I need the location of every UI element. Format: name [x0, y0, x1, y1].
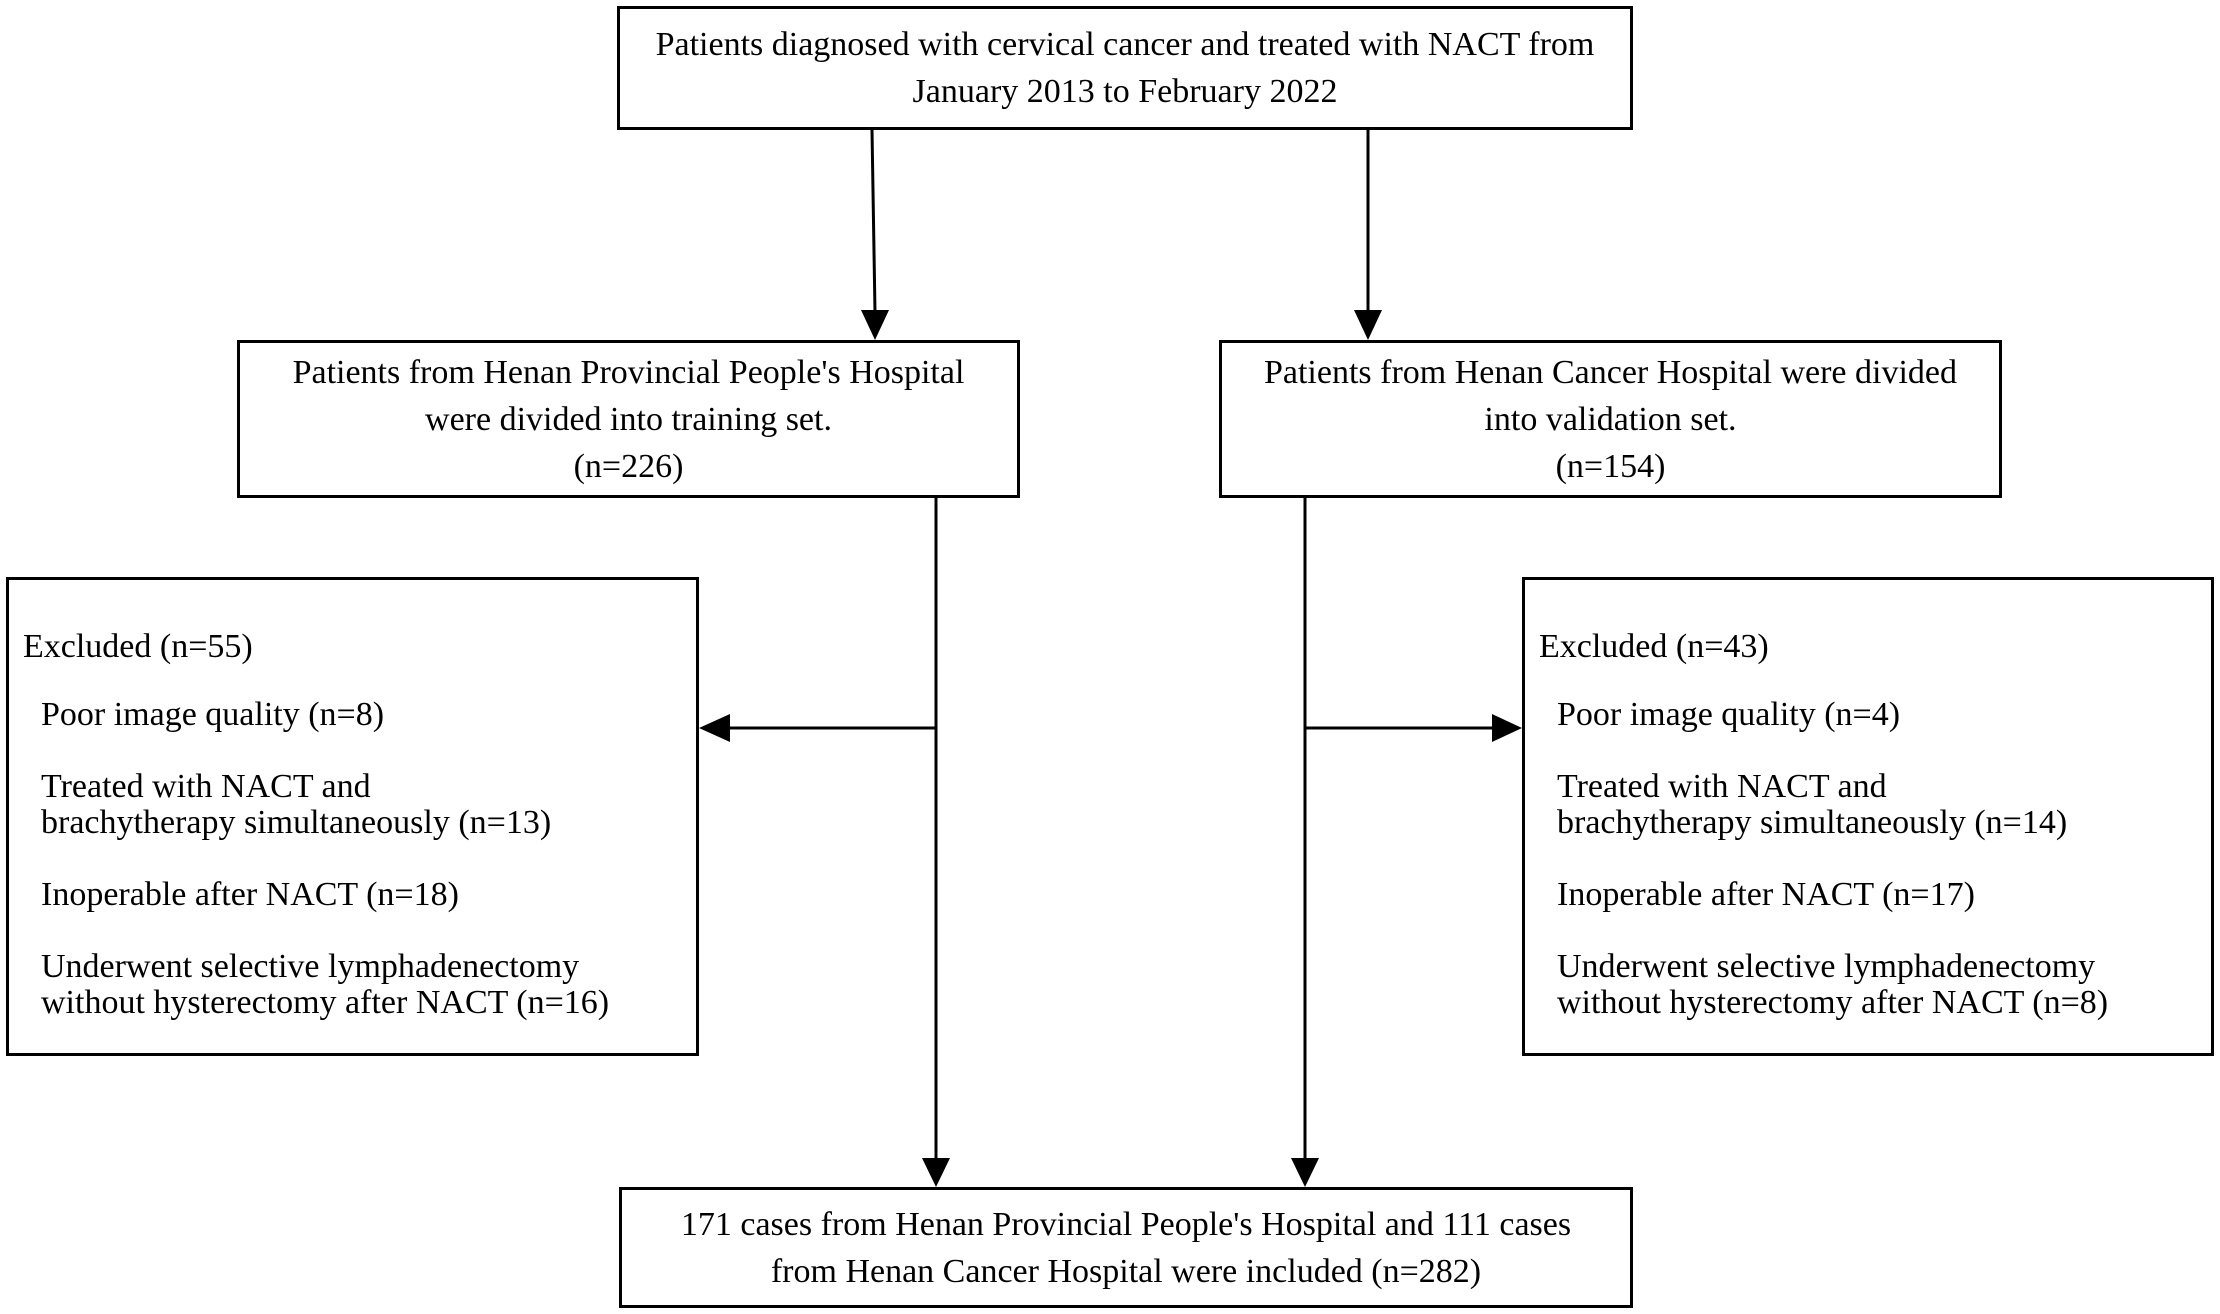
- arrow-top-to-training: [870, 129, 877, 313]
- box-training-set: Patients from Henan Provincial People's …: [237, 340, 1020, 498]
- box-validation-set: Patients from Henan Cancer Hospital were…: [1219, 340, 2002, 498]
- training-count: (n=226): [573, 447, 684, 485]
- validation-line-2: into validation set.: [1484, 400, 1737, 438]
- arrowhead-excluded-right: [1492, 714, 1522, 742]
- box-all-patients: Patients diagnosed with cervical cancer …: [617, 6, 1633, 130]
- included-line-1: 171 cases from Henan Provincial People's…: [680, 1205, 1572, 1243]
- arrowhead-training: [861, 310, 889, 340]
- arrowhead-excluded-left: [699, 714, 730, 742]
- validation-count: (n=154): [1555, 447, 1666, 485]
- excluded-validation-item: Underwent selective lymphadenectomy with…: [1557, 949, 2108, 1021]
- excluded-item-text: Underwent selective lymphadenectomy: [1557, 948, 2096, 985]
- training-line-2: were divided into training set.: [425, 400, 832, 438]
- excluded-training-item: Poor image quality (n=8): [41, 697, 609, 733]
- excluded-item-text: Treated with NACT and: [41, 768, 371, 805]
- included-line-2: from Henan Cancer Hospital were included…: [770, 1252, 1482, 1290]
- excluded-item-text: Inoperable after NACT (n=18): [41, 876, 459, 913]
- arrowhead-final-right: [1291, 1158, 1319, 1187]
- excluded-item-text: Underwent selective lymphadenectomy: [41, 948, 580, 985]
- box-excluded-training: Excluded (n=55) Poor image quality (n=8)…: [6, 577, 699, 1056]
- excluded-item-text: Poor image quality (n=8): [41, 696, 385, 733]
- excluded-training-item: Underwent selective lymphadenectomy with…: [41, 949, 609, 1021]
- excluded-training-list: Poor image quality (n=8) Treated with NA…: [41, 697, 609, 1057]
- excluded-validation-item: Poor image quality (n=4): [1557, 697, 2108, 733]
- all-patients-line-1: Patients diagnosed with cervical cancer …: [655, 26, 1595, 63]
- excluded-item-text: without hysterectomy after NACT (n=16): [41, 984, 610, 1021]
- excluded-item-text: brachytherapy simultaneously (n=14): [1557, 804, 2068, 841]
- excluded-item-text: brachytherapy simultaneously (n=13): [41, 804, 552, 841]
- excluded-training-item: Treated with NACT and brachytherapy simu…: [41, 769, 609, 841]
- training-line-1: Patients from Henan Provincial People's …: [292, 353, 965, 391]
- excluded-validation-item: Inoperable after NACT (n=17): [1557, 877, 2108, 913]
- excluded-item-text: Poor image quality (n=4): [1557, 696, 1901, 733]
- all-patients-line-2: January 2013 to February 2022: [912, 73, 1338, 110]
- excluded-validation-list: Poor image quality (n=4) Treated with NA…: [1557, 697, 2108, 1057]
- arrowhead-validation: [1354, 310, 1382, 340]
- box-excluded-validation: Excluded (n=43) Poor image quality (n=4)…: [1522, 577, 2214, 1056]
- excluded-item-text: without hysterectomy after NACT (n=8): [1557, 984, 2109, 1021]
- excluded-training-item: Inoperable after NACT (n=18): [41, 877, 609, 913]
- excluded-validation-title: Excluded (n=43): [1539, 628, 1769, 665]
- arrowhead-final-left: [922, 1158, 950, 1187]
- excluded-validation-item: Treated with NACT and brachytherapy simu…: [1557, 769, 2108, 841]
- excluded-item-text: Treated with NACT and: [1557, 768, 1887, 805]
- excluded-item-text: Inoperable after NACT (n=17): [1557, 876, 1975, 913]
- excluded-training-title: Excluded (n=55): [23, 628, 253, 665]
- box-included-cases: 171 cases from Henan Provincial People's…: [619, 1187, 1633, 1308]
- validation-line-1: Patients from Henan Cancer Hospital were…: [1263, 353, 1957, 391]
